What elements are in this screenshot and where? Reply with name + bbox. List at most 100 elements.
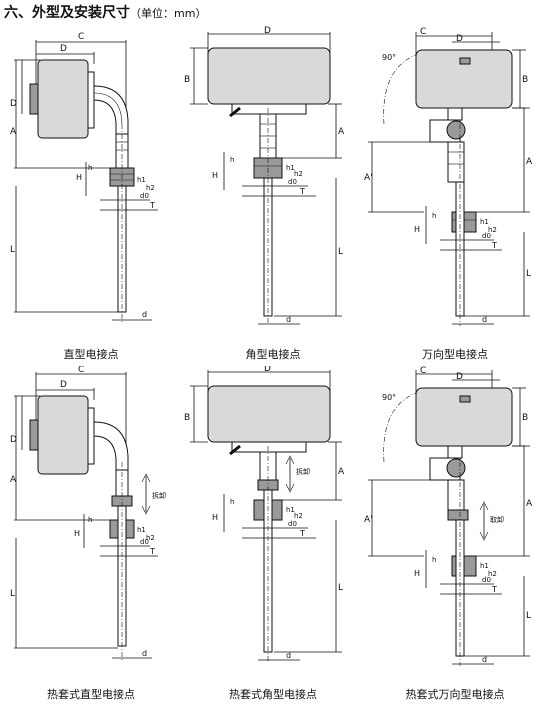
thermowell-nut: [447, 509, 469, 521]
gauge-housing: [207, 47, 331, 105]
label-L: L: [526, 269, 531, 279]
heading-title: 六、外型及安装尺寸: [4, 5, 130, 21]
label-D: D: [60, 44, 67, 54]
label-T: T: [491, 585, 497, 594]
label-d0: d0: [288, 520, 297, 528]
label-D: D: [264, 366, 271, 374]
stem-tube: [447, 141, 465, 183]
label-B: B: [184, 413, 190, 423]
elbow-pipe: [93, 421, 129, 471]
panel-angle-type: D B A L H h h1 h2: [182, 24, 364, 366]
diagram-thermowell-universal: C D 90° B 取卸 A A' L: [364, 366, 533, 666]
caption-angle-type: 角型电接点: [245, 348, 301, 361]
label-h2: h2: [294, 512, 303, 520]
heading-unit-open: （单位：: [130, 7, 174, 20]
label-B: B: [522, 413, 528, 423]
label-A: A: [526, 157, 533, 167]
label-h: h: [432, 556, 436, 564]
label-L: L: [10, 589, 15, 599]
diagram-angle-type: D B A L H h h1 h2: [184, 26, 345, 325]
label-d0: d0: [140, 538, 149, 546]
label-L: L: [338, 583, 343, 593]
label-H: H: [212, 513, 218, 522]
label-L: L: [10, 245, 15, 255]
housing-cap: [459, 395, 471, 403]
housing-base: [231, 103, 307, 115]
label-L: L: [338, 247, 343, 257]
label-h1: h1: [137, 526, 146, 534]
caption-thermowell-universal: 热套式万向型电接点: [405, 688, 505, 701]
caption-thermowell-angle: 热套式角型电接点: [229, 688, 317, 701]
label-d: d: [286, 315, 291, 324]
label-removal: 取卸: [490, 515, 504, 524]
gauge-housing: [207, 385, 331, 443]
label-D: D: [456, 372, 463, 382]
label-d0: d0: [140, 192, 149, 200]
label-h: h: [230, 156, 234, 164]
label-d0: d0: [482, 576, 491, 584]
gauge-housing: [37, 59, 89, 139]
label-H: H: [414, 569, 420, 578]
gauge-housing: [37, 395, 89, 475]
label-d: d: [142, 310, 147, 319]
label-d: d: [286, 651, 291, 660]
housing-base: [231, 441, 307, 453]
label-B: B: [184, 75, 190, 85]
caption-thermowell-straight: 热套式直型电接点: [47, 688, 135, 701]
panel-universal-type: C D 90° B A A': [364, 24, 546, 366]
caption-straight-type: 直型电接点: [63, 348, 119, 361]
label-d: d: [142, 649, 147, 658]
label-T: T: [299, 187, 305, 196]
panel-thermowell-angle: D B 拆卸 A L H h h1 h2 d0 T: [182, 366, 364, 708]
heading-unit-close: ）: [195, 7, 207, 20]
label-C: C: [420, 27, 426, 37]
label-T: T: [149, 547, 155, 556]
diagram-thermowell-angle: D B 拆卸 A L H h h1 h2 d0 T: [184, 366, 345, 662]
label-A-prime: A': [364, 173, 373, 183]
label-B: B: [522, 75, 528, 85]
housing-rim: [29, 419, 39, 451]
stem-tube: [447, 479, 465, 511]
label-A-prime: A': [364, 515, 373, 525]
panel-straight-type: C D D A L H h h1 h: [0, 24, 182, 366]
label-C: C: [78, 366, 84, 375]
label-T: T: [149, 201, 155, 210]
label-A: A: [338, 127, 345, 137]
label-removal: 拆卸: [296, 467, 310, 476]
label-A: A: [10, 127, 17, 137]
label-h1: h1: [286, 506, 295, 514]
panel-thermowell-universal: C D 90° B 取卸 A A' L: [364, 366, 546, 708]
housing-rim: [29, 83, 39, 115]
label-A: A: [10, 475, 17, 485]
label-A: A: [526, 499, 533, 509]
diagram-universal-type: C D 90° B A A': [364, 27, 533, 326]
label-L: L: [526, 611, 531, 621]
label-h2: h2: [146, 534, 155, 542]
gauge-housing: [415, 387, 513, 447]
label-H: H: [414, 225, 420, 234]
label-C: C: [420, 366, 426, 376]
gauge-housing: [415, 49, 513, 109]
label-h1: h1: [137, 176, 146, 184]
page-heading: 六、外型及安装尺寸（单位：mm）: [4, 2, 206, 24]
label-h1: h1: [286, 164, 295, 172]
label-D: D: [456, 34, 463, 44]
label-h2: h2: [294, 170, 303, 178]
housing-back: [87, 71, 95, 129]
label-D: D: [264, 26, 271, 36]
label-h2: h2: [146, 184, 155, 192]
housing-cap: [459, 57, 471, 65]
label-d0: d0: [288, 178, 297, 186]
caption-universal-type: 万向型电接点: [422, 348, 488, 361]
label-D-side: D: [10, 99, 17, 109]
label-H: H: [76, 173, 82, 182]
diagram-thermowell-straight: C D 拆卸 D A L H h h1 h2 d0: [10, 366, 166, 662]
label-h: h: [230, 498, 234, 506]
label-D: D: [60, 380, 67, 390]
label-H: H: [212, 171, 218, 180]
label-h: h: [88, 516, 92, 524]
label-A: A: [338, 467, 345, 477]
housing-back: [87, 407, 95, 465]
label-d: d: [482, 315, 487, 324]
panel-thermowell-straight: C D 拆卸 D A L H h h1 h2 d0: [0, 366, 182, 708]
